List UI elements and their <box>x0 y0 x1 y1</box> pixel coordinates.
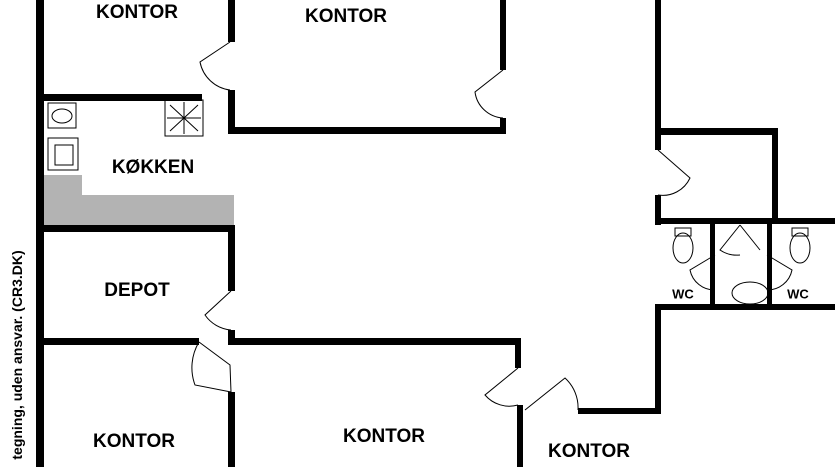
room-label-kontor-bottom-left: KONTOR <box>93 431 175 452</box>
room-label-depot: DEPOT <box>104 280 170 301</box>
walls <box>36 0 835 467</box>
room-label-kitchen: KØKKEN <box>111 157 195 178</box>
room-label-kontor-bottom-right: KONTOR <box>548 441 630 462</box>
kitchen-counter <box>44 175 234 225</box>
disclaimer-text: tegning, uden ansvar. (CR3.DK) <box>9 250 25 460</box>
room-label-wc-right: WC <box>787 286 809 302</box>
room-label-kontor-bottom-mid: KONTOR <box>343 426 425 447</box>
room-label-kontor-top-left: KONTOR <box>96 2 178 23</box>
room-label-kontor-top-mid: KONTOR <box>305 6 387 27</box>
fixtures <box>47 99 811 305</box>
doors <box>191 41 793 411</box>
room-label-wc-left: WC <box>672 286 694 302</box>
